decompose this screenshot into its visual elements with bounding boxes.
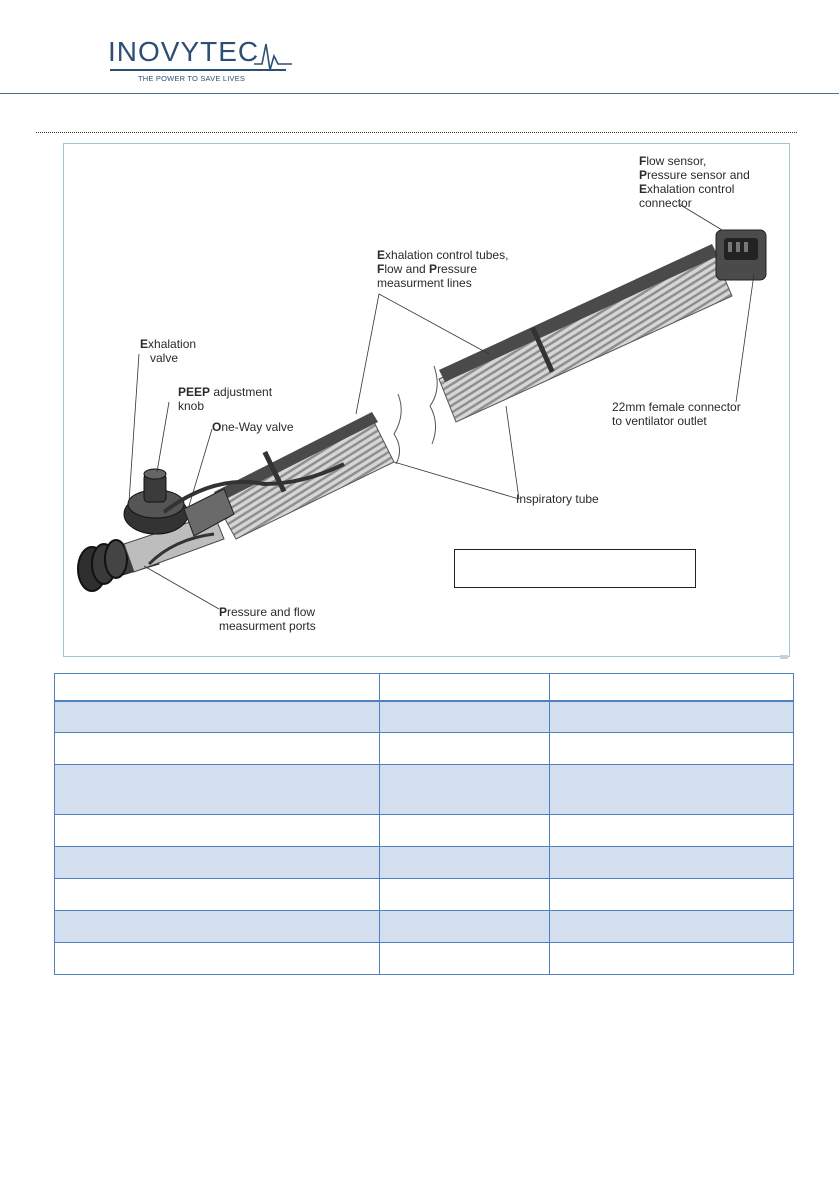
table-row [54, 878, 794, 911]
callout-peep-knob: PEEP adjustment knob [178, 385, 273, 413]
table-cell [549, 764, 794, 815]
logo-underline [110, 69, 286, 71]
table-cell [549, 878, 794, 911]
table-cell [549, 814, 794, 847]
table-cell [378, 846, 551, 879]
table-cell [549, 846, 794, 879]
table-cell [378, 764, 551, 815]
table-cell [549, 732, 794, 765]
table-cell [378, 732, 551, 765]
figure-anchor-mark [780, 655, 788, 659]
table-cell [378, 878, 551, 911]
section-divider [36, 132, 797, 133]
table-row [54, 846, 794, 879]
table-row [54, 700, 794, 733]
table-cell [378, 814, 551, 847]
heartbeat-icon [254, 43, 292, 71]
spec-table [54, 673, 794, 975]
table-cell [549, 942, 794, 975]
table-cell [54, 732, 380, 765]
table-row [54, 764, 794, 815]
breathing-circuit-figure: Flow sensor, Pressure sensor and Exhalat… [63, 143, 790, 657]
table-cell [549, 673, 794, 702]
logo-wordmark: INOVYTEC [108, 36, 260, 67]
callout-exhalation-valve: Exhalation valve [140, 337, 197, 365]
callout-one-way-valve: One-Way valve [212, 420, 294, 434]
table-cell [54, 814, 380, 847]
table-cell [549, 910, 794, 943]
table-row [54, 814, 794, 847]
table-row [54, 910, 794, 943]
breathing-circuit-illustration [77, 203, 767, 610]
table-cell [378, 700, 551, 733]
logo-tagline: THE POWER TO SAVE LIVES [138, 74, 246, 83]
figure-caption-box [454, 549, 696, 588]
table-cell [54, 878, 380, 911]
callout-control-tubes: Exhalation control tubes, Flow and Press… [377, 248, 509, 290]
table-cell [378, 673, 551, 702]
header-divider [0, 93, 839, 94]
table-cell [54, 673, 380, 702]
table-row [54, 942, 794, 975]
table-cell [378, 910, 551, 943]
table-header-row [54, 673, 794, 702]
callout-sensor-connector: Flow sensor, Pressure sensor and Exhalat… [639, 154, 750, 210]
callout-inspiratory-tube: Inspiratory tube [516, 492, 599, 506]
table-cell [54, 764, 380, 815]
callout-measurement-ports: Pressure and flow measurment ports [219, 605, 316, 633]
table-cell [54, 700, 380, 733]
table-cell [54, 910, 380, 943]
page-header: INOVYTEC THE POWER TO SAVE LIVES [0, 0, 839, 96]
table-cell [54, 942, 380, 975]
table-cell [54, 846, 380, 879]
table-row [54, 732, 794, 765]
callout-female-connector: 22mm female connector to ventilator outl… [612, 400, 741, 428]
table-cell [378, 942, 551, 975]
table-cell [549, 700, 794, 733]
